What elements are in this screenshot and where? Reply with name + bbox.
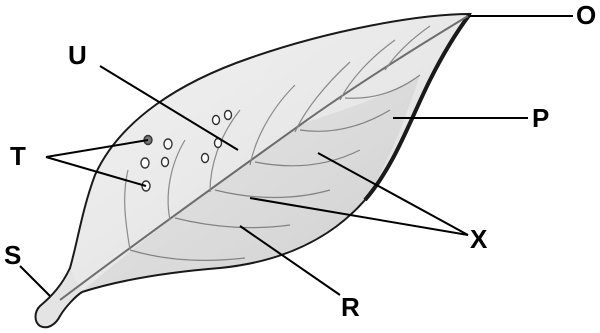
label-r: R xyxy=(341,294,360,320)
label-x: X xyxy=(470,226,487,252)
leader-s xyxy=(20,266,50,296)
label-t: T xyxy=(10,143,26,169)
label-p: P xyxy=(532,105,549,131)
label-o: O xyxy=(576,2,596,28)
label-s: S xyxy=(4,242,21,268)
label-u: U xyxy=(68,42,87,68)
